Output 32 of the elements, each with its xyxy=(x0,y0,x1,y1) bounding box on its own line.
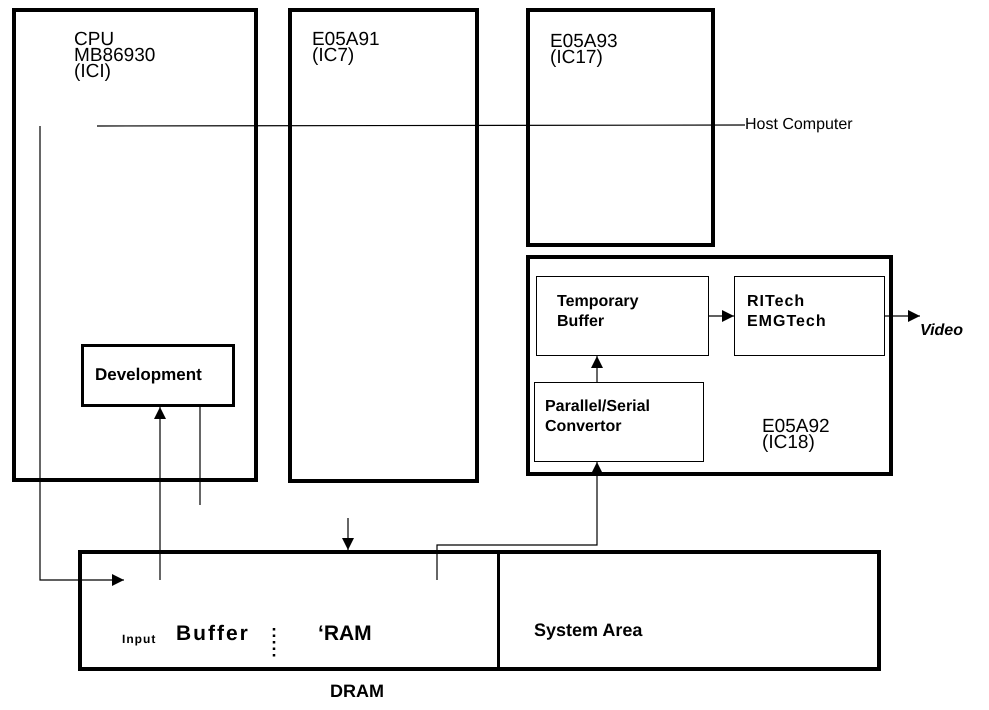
block-label: Parallel/Serial Convertor xyxy=(545,397,651,437)
memory-title: DRAM xyxy=(330,681,385,702)
function-block xyxy=(81,344,235,407)
region-label: ‘RAM xyxy=(318,622,372,646)
output-label: Video xyxy=(920,322,963,340)
arrow xyxy=(591,356,603,382)
chip-label: E05A93 (IC17) xyxy=(550,34,619,66)
region-label: Buffer xyxy=(176,622,250,646)
block-label: Development xyxy=(95,365,203,385)
arrow xyxy=(709,310,734,322)
arrow xyxy=(436,462,603,580)
chip-block xyxy=(526,255,893,476)
region-label: Input xyxy=(122,632,156,646)
block-label: Temporary Buffer xyxy=(557,292,640,332)
region-label: System Area xyxy=(534,620,642,641)
chip-label: CPU MB86930 (ICI) xyxy=(74,32,156,80)
chip-label: E05A91 (IC7) xyxy=(312,32,381,64)
chip-block xyxy=(288,8,479,483)
arrow xyxy=(39,126,124,586)
function-block xyxy=(734,276,885,356)
arrow xyxy=(154,407,166,580)
connector-line xyxy=(97,124,745,127)
host-label: Host Computer xyxy=(745,116,853,134)
chip-label: E05A92 (IC18) xyxy=(762,419,831,451)
connector-line xyxy=(199,407,201,505)
block-label: RITech EMGTech xyxy=(747,292,828,332)
chip-block xyxy=(526,8,715,247)
arrow xyxy=(885,310,920,322)
function-block xyxy=(534,382,704,462)
arrow xyxy=(342,518,354,550)
function-block xyxy=(536,276,709,356)
chip-block xyxy=(12,8,258,482)
